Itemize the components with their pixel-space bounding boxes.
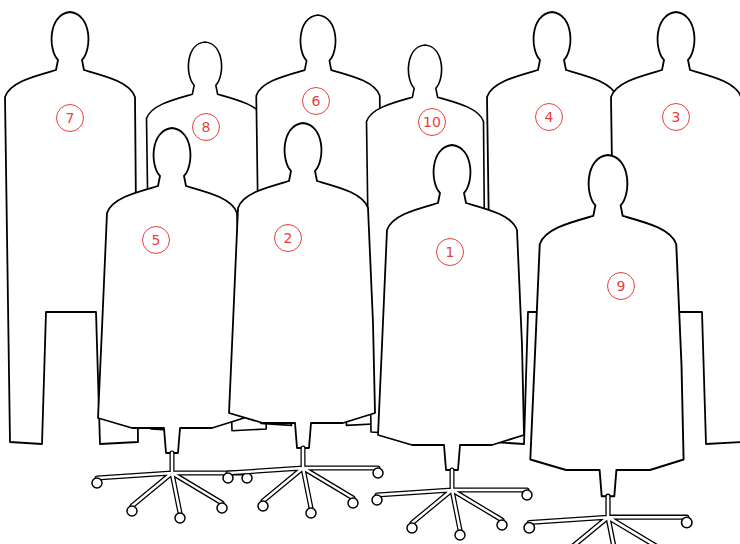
callout-number: 3 (662, 103, 690, 131)
callout-number: 6 (302, 87, 330, 115)
callout-number: 4 (535, 103, 563, 131)
callout-number: 5 (142, 226, 170, 254)
callout-number: 1 (436, 238, 464, 266)
callout-number: 9 (607, 272, 635, 300)
callout-number: 10 (418, 108, 446, 136)
callout-number: 7 (56, 104, 84, 132)
callout-number: 2 (274, 224, 302, 252)
callout-number: 8 (192, 113, 220, 141)
